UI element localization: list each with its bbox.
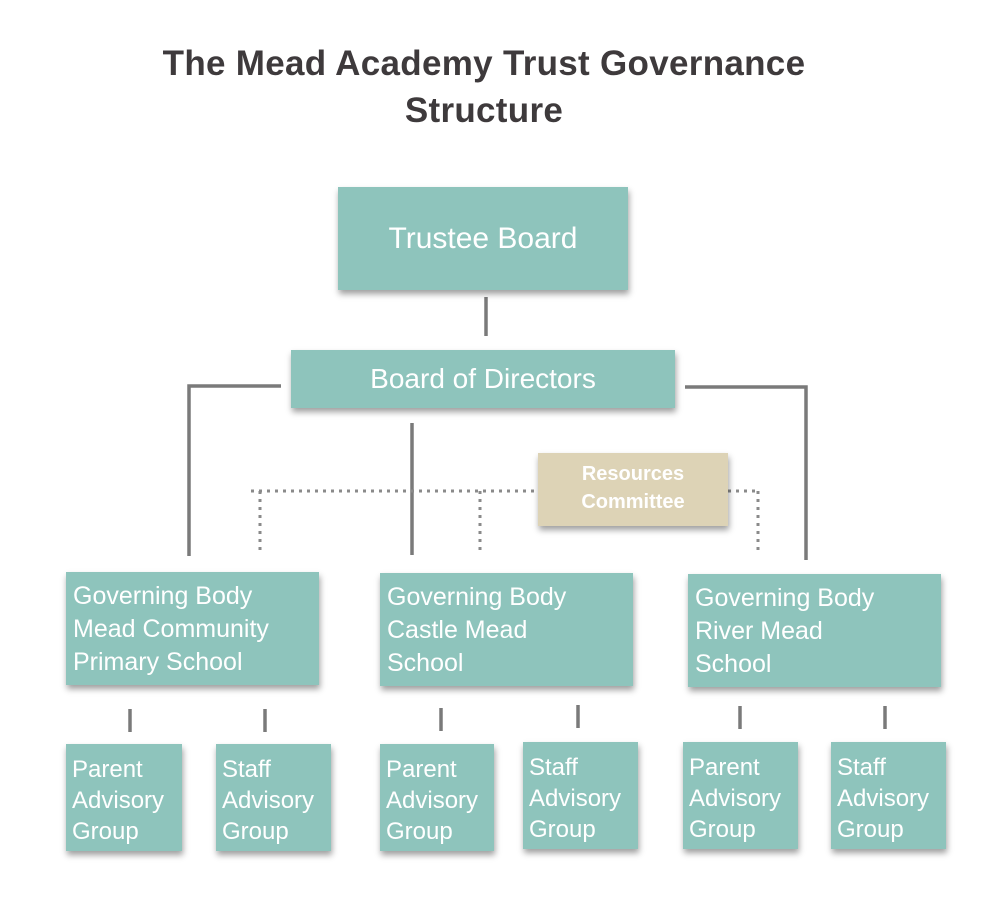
governing-body-mead-community-node: Governing Body Mead Community Primary Sc…	[66, 572, 319, 685]
diagram-title: The Mead Academy Trust Governance Struct…	[0, 40, 968, 134]
edge-directors-to-river-mead	[685, 385, 808, 560]
governing-body-river-mead-node: Governing Body River Mead School	[688, 574, 941, 687]
title-line-1: The Mead Academy Trust Governance	[162, 44, 806, 83]
staff-advisory-group-node: Staff Advisory Group	[216, 744, 331, 851]
trustee-board-label: Trustee Board	[388, 221, 578, 255]
board-of-directors-label: Board of Directors	[370, 363, 596, 394]
staff-advisory-group-node: Staff Advisory Group	[523, 742, 638, 849]
governing-body-castle-mead-node: Governing Body Castle Mead School	[380, 573, 633, 686]
board-of-directors-node: Board of Directors	[291, 350, 675, 408]
title-line-2: Structure	[404, 91, 564, 130]
edge-directors-to-mead-community	[187, 384, 281, 556]
staff-advisory-group-node: Staff Advisory Group	[831, 742, 946, 849]
parent-advisory-group-node: Parent Advisory Group	[683, 742, 798, 849]
parent-advisory-group-node: Parent Advisory Group	[66, 744, 182, 851]
resources-committee-node: Resources Committee	[538, 453, 728, 526]
trustee-board-node: Trustee Board	[338, 187, 628, 290]
parent-advisory-group-node: Parent Advisory Group	[380, 744, 494, 851]
